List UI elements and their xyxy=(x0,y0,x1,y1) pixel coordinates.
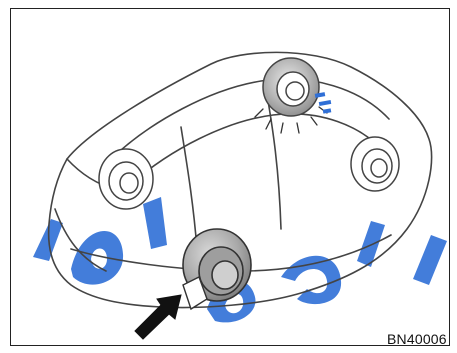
watermark-stroke xyxy=(143,197,167,249)
watermark-stroke xyxy=(357,221,385,267)
wheel-icon xyxy=(99,149,153,209)
watermark-stroke xyxy=(281,256,341,304)
watermark-stroke xyxy=(71,231,123,285)
diagram-frame: BN40006 xyxy=(10,8,450,346)
car-illustration xyxy=(11,9,450,346)
highlight-glow xyxy=(315,92,332,114)
wheel-icon xyxy=(263,58,319,116)
pointer-arrow-icon xyxy=(135,295,181,339)
car-window-line xyxy=(131,114,381,184)
car-door-line xyxy=(181,127,197,249)
wheel-icon xyxy=(351,137,399,191)
watermark-stroke xyxy=(413,235,447,285)
watermark-stroke xyxy=(33,219,63,261)
figure-code: BN40006 xyxy=(387,331,447,346)
